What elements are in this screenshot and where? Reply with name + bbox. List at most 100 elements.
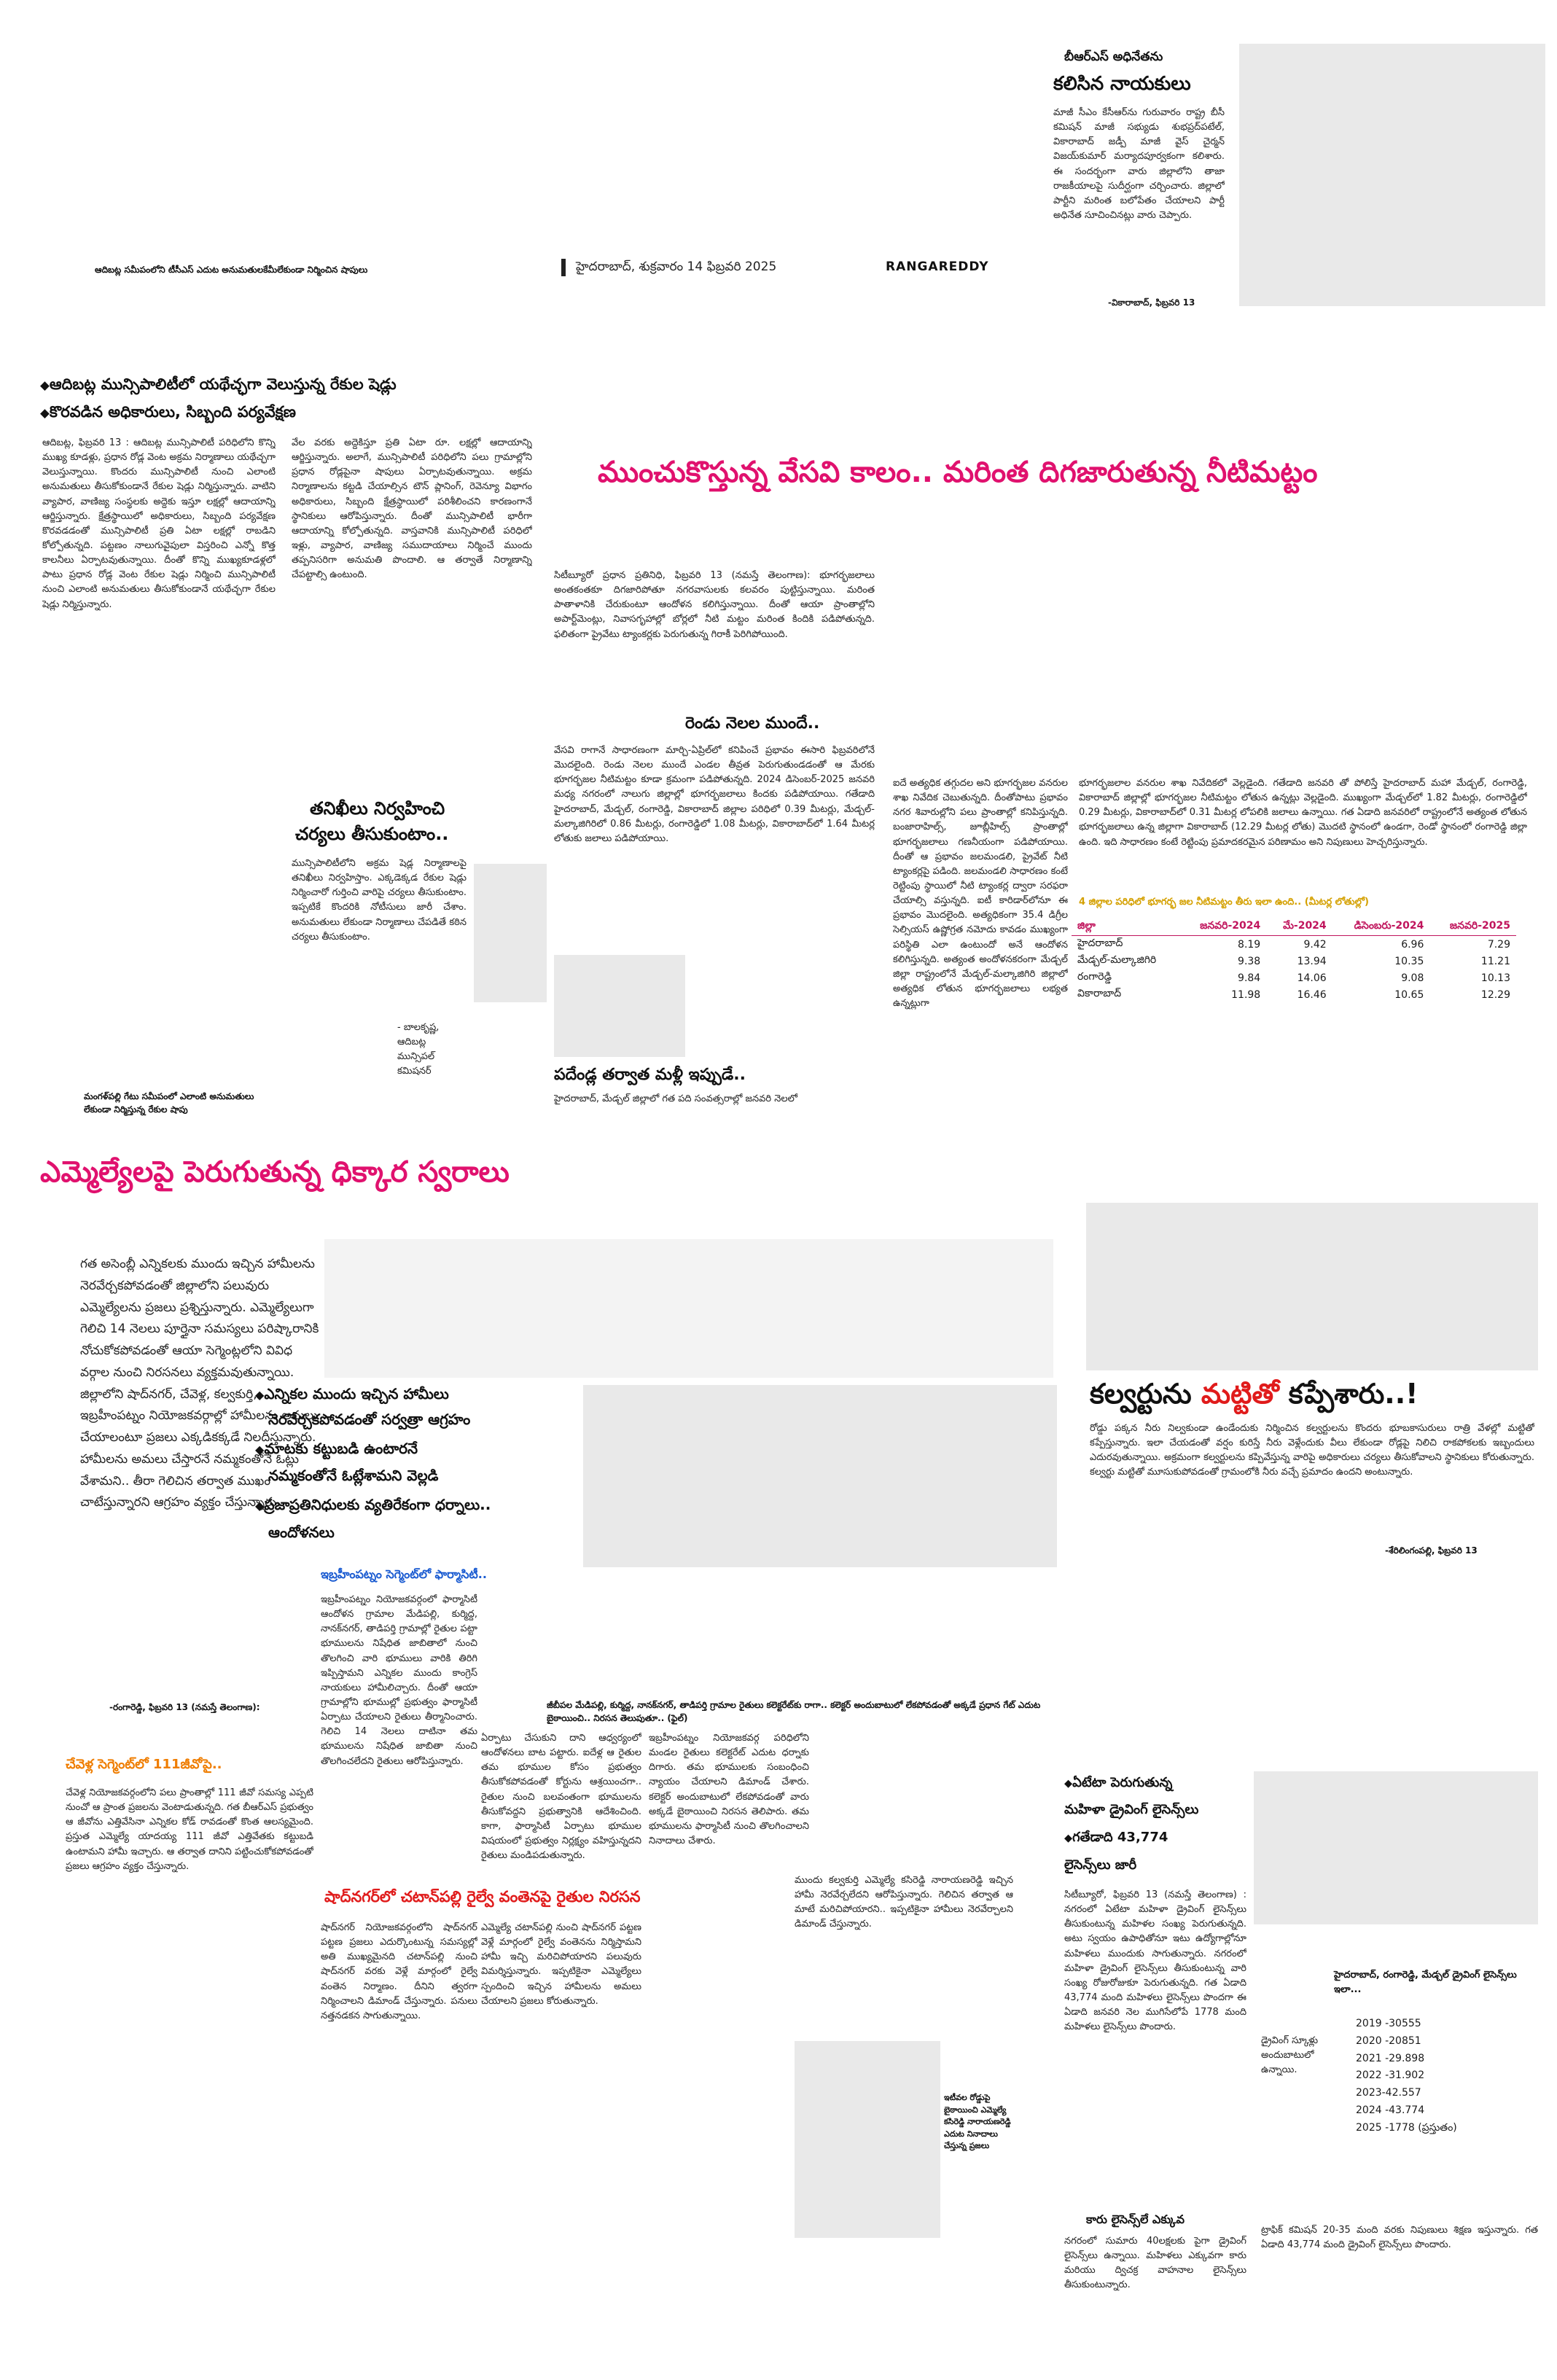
chevella-head: చేవెళ్ల సెగ్మెంట్‌లో 111జీవోపై..: [66, 1757, 222, 1772]
col-may-2024: మే-2024: [1266, 918, 1332, 936]
groundwater-table-header: జిల్లా జనవరి-2024 మే-2024 డిసెంబరు-2024 …: [1072, 918, 1516, 936]
list-item: 2019 -30555: [1356, 2018, 1421, 2029]
table-row: మేడ్చల్‌-మల్కాజిగిరి 9.38 13.94 10.35 11…: [1072, 953, 1516, 969]
table-cell: 9.84: [1238, 972, 1261, 984]
licence-head-2: మహిళా డ్రైవింగ్‌ లైసెన్స్‌లు: [1064, 1802, 1199, 1817]
table-cell: 11.21: [1480, 955, 1510, 967]
mla-sidehead-5: ప్రజాప్రతినిధులకు వ్యతిరేకంగా ధర్నాలు..: [255, 1496, 491, 1517]
licence-head-4: లైసెన్స్‌లు జారీ: [1064, 1857, 1137, 1873]
sheds-headline-1: ఆదిబట్ల మున్సిపాలిటీలో యథేచ్ఛగా వెలుస్తు…: [40, 375, 397, 397]
licence-side-body: ట్రాఫిక్‌ కమిషన్‌ 20-35 మంది వరకు నిపుణు…: [1261, 2225, 1538, 2251]
inspection-body: మున్సిపాలిటీలోని అక్రమ షెడ్ల నిర్మాణాలపై…: [292, 858, 467, 943]
culvert-photo: [1086, 1203, 1538, 1370]
shadnagar-col-1: షాద్‌నగర్‌ నియోజకవర్గంలోని షాద్‌నగర్‌ పట…: [321, 1922, 477, 2021]
ibrahimpatnam-head: ఇబ్రహీంపట్నం సెగ్మెంట్‌లో ఫార్మాసిటీ..: [321, 1567, 487, 1581]
mla-headline: ఎమ్మెల్యేలపై పెరుగుతున్న ధిక్కార స్వరాలు: [40, 1155, 510, 1189]
licence-body-2: నగరంలో సుమారు 40లక్షలకు పైగా డ్రైవింగ్‌ …: [1064, 2236, 1246, 2291]
table-cell: 8.19: [1238, 938, 1261, 951]
water-col-2: ఐదే అత్యధిక తగ్గుదల అని భూగర్భజల వనరుల శ…: [893, 778, 1068, 1010]
table-cell: 16.46: [1297, 988, 1327, 1001]
licence-side-label: డ్రైవింగ్‌ స్కూళ్లు అందుబాటులో ఉన్నాయి.: [1261, 2035, 1322, 2076]
groundwater-table: జిల్లా జనవరి-2024 మే-2024 డిసెంబరు-2024 …: [1072, 918, 1516, 1003]
mla-sidehead-6: ఆందోళనలు: [268, 1523, 335, 1541]
licence-year-list: 2019 -30555 2020 -20851 2021 -29.898 202…: [1356, 2016, 1457, 2137]
top-left-caption: ఆదిబట్ల సమీపంలోని టీసీఎస్‌ ఎదుట అనుమతులక…: [95, 265, 368, 275]
top-right-photo: [1239, 44, 1545, 306]
ibrahimpatnam-col-2: ఏర్పాటు చేసుకుని దాని ఆధ్వర్యంలో ఆందోళనల…: [481, 1733, 641, 1862]
list-item: 2022 -31.902: [1356, 2069, 1425, 2082]
list-item: 2023-42.557: [1356, 2087, 1421, 2099]
top-right-kicker: బీఆర్‌ఎస్‌ అధినేతను: [1064, 50, 1163, 64]
page-marker: [561, 259, 566, 276]
water-col-3: భూగర్భజలాల వనరుల శాఖ నివేదికలో వెల్లడైంద…: [1079, 778, 1527, 848]
protest-photo-caption: ఇటీవల రోడ్డుపై బైఠాయించి ఎమ్మెల్యే కసిరె…: [944, 2093, 1011, 2150]
table-row: రంగారెడ్డి 9.84 14.06 9.08 10.13: [1072, 969, 1516, 986]
table-cell: 9.38: [1238, 955, 1261, 967]
top-right-body: మాజీ సీఎం కేసీఆర్‌ను గురువారం రాష్ట్ర బీ…: [1053, 107, 1225, 221]
mla-dateline: -రంగారెడ్డి, ఫిబ్రవరి 13 (నమస్తే తెలంగాణ…: [109, 1702, 260, 1712]
mla-photo: [324, 1239, 1053, 1378]
licence-head-1: ఏటేటా పెరుగుతున్న: [1064, 1775, 1172, 1793]
mla-sidehead-4: నమ్మకంతోనే ఓట్లేశామని వెల్లడి: [268, 1467, 439, 1484]
top-right-dateline: -వికారాబాద్‌, ఫిబ్రవరి 13: [1108, 297, 1195, 308]
inspection-headline-1: తనిఖీలు నిర్వహించి: [310, 798, 445, 819]
masthead-edition: RANGAREDDY: [886, 260, 989, 274]
list-item: 2020 -20851: [1356, 2034, 1421, 2047]
list-item: 2025 -1778 (ప్రస్తుతం): [1356, 2121, 1457, 2134]
shadnagar-col-3: ముందు కల్వకుర్తి ఎమ్మెల్యే కసిరెడ్డి నార…: [795, 1875, 1013, 1930]
table-cell: మేడ్చల్‌-మల్కాజిగిరి: [1077, 954, 1157, 966]
masthead-date: హైదరాబాద్‌, శుక్రవారం 14 ఫిబ్రవరి 2025: [576, 260, 777, 274]
mla-protest-photo: [583, 1385, 1057, 1567]
top-right-headline: కలిసిన నాయకులు: [1053, 73, 1191, 95]
table-cell: 10.35: [1394, 955, 1424, 967]
shadnagar-photo: [795, 2041, 940, 2238]
farmers-photo-caption: జీబీపల మేడిపల్లి, కుర్మిద్ద, నానక్‌నగర్‌…: [547, 1700, 1041, 1723]
table-cell: 11.98: [1231, 988, 1261, 1001]
mla-sidehead-2: నెరవేర్చకపోవడంతో సర్వత్రా ఆగ్రహం: [268, 1411, 471, 1428]
table-cell: 7.29: [1487, 938, 1510, 951]
table-cell: 12.29: [1480, 988, 1510, 1001]
table-cell: వికారాబాద్‌: [1077, 988, 1122, 999]
licence-photo: [1254, 1771, 1538, 1924]
list-item: 2024 -43.774: [1356, 2104, 1425, 2116]
ibrahimpatnam-col-3: ఇబ్రహీంపట్నం నియోజకవర్గ పరిధిలోని మండల ర…: [649, 1733, 809, 1846]
water-col-1: వేసవి రాగానే సాధారణంగా మార్చి-ఏప్రిల్‌లో…: [554, 745, 875, 844]
water-col-1b: హైదరాబాద్‌, మేడ్చల్‌ జిల్లాలో గత పది సంవ…: [554, 1093, 797, 1104]
ibrahimpatnam-col-1: ఇబ్రహీంపట్నం నియోజకవర్గంలో ఫార్మాసిటీ ఆం…: [321, 1594, 477, 1767]
sheds-col-1: ఆదిబట్ల, ఫిబ్రవరి 13 : ఆదిబట్ల మున్సిపాల…: [42, 437, 276, 610]
culvert-body: రోడ్డు పక్కన నీరు నిల్వకుండా ఉండేందుకు న…: [1090, 1423, 1534, 1478]
list-item: 2021 -29.898: [1356, 2052, 1425, 2064]
col-dec-2024: డిసెంబరు-2024: [1332, 918, 1430, 936]
table-cell: 9.08: [1401, 972, 1424, 984]
table-cell: రంగారెడ్డి: [1077, 971, 1112, 983]
table-cell: 13.94: [1297, 955, 1327, 967]
culvert-dateline: -శేరిలింగంపల్లి, ఫిబ్రవరి 13: [1385, 1545, 1478, 1556]
culvert-headline: కల్వర్టును మట్టితో కప్పేశారు..!: [1090, 1378, 1418, 1417]
table-cell: 10.13: [1480, 972, 1510, 984]
table-cell: 9.42: [1303, 938, 1327, 951]
shed-photo-caption: మంగళ్‌పల్లి గేటు సమీపంలో ఎలాంటి అనుమతులు…: [84, 1091, 254, 1115]
water-photo: [554, 955, 685, 1057]
col-jan-2024: జనవరి-2024: [1179, 918, 1267, 936]
inspection-signature: - బాలకృష్ణ, ఆదిబట్ల మున్సిపల్‌ కమిషనర్‌: [397, 1022, 440, 1077]
sheds-col-2: వేల వరకు అద్దెకిస్తూ ప్రతి ఏటా రూ. లక్షల…: [292, 437, 532, 581]
licence-body: సిటీబ్యూరో, ఫిబ్రవరి 13 (నమస్తే తెలంగాణ)…: [1064, 1889, 1246, 2033]
licence-subhead: కారు లైసెన్స్‌లే ఎక్కువ: [1086, 2212, 1185, 2226]
table-row: వికారాబాద్‌ 11.98 16.46 10.65 12.29: [1072, 986, 1516, 1003]
water-subhead-1: రెండు నెలల ముందే..: [685, 714, 820, 733]
table-cell: 10.65: [1394, 988, 1424, 1001]
licence-side-head: హైదరాబాద్‌, రంగారెడ్డి, మేడ్చల్‌ డ్రైవిం…: [1334, 1970, 1517, 1995]
shadnagar-col-2: ఎమ్మెల్యే చటాన్‌పల్లి నుంచి షాద్‌నగర్‌ ప…: [481, 1922, 641, 2007]
table-cell: 14.06: [1297, 972, 1327, 984]
table-row: హైదరాబాద్‌ 8.19 9.42 6.96 7.29: [1072, 936, 1516, 953]
groundwater-table-caption: 4 జిల్లాల పరిధిలో భూగర్భ జల నీటిమట్టం తీ…: [1079, 897, 1369, 908]
water-intro: సిటీబ్యూరో ప్రధాన ప్రతినిధి, ఫిబ్రవరి 13…: [554, 570, 875, 640]
culvert-headline-a: కల్వర్టును: [1090, 1378, 1201, 1410]
col-district: జిల్లా: [1072, 918, 1180, 936]
water-subhead-2: పదేండ్ల తర్వాత మళ్లీ ఇప్పుడే..: [554, 1066, 746, 1084]
culvert-headline-c: కప్పేశారు..!: [1279, 1378, 1419, 1410]
culvert-headline-b: మట్టితో: [1201, 1378, 1279, 1410]
col-jan-2025: జనవరి-2025: [1429, 918, 1516, 936]
chevella-body: చేవెళ్ల నియోజకవర్గంలోని పలు ప్రాంతాల్లో …: [66, 1787, 313, 1872]
licence-head-3: గతేడాది 43,774: [1064, 1830, 1168, 1848]
